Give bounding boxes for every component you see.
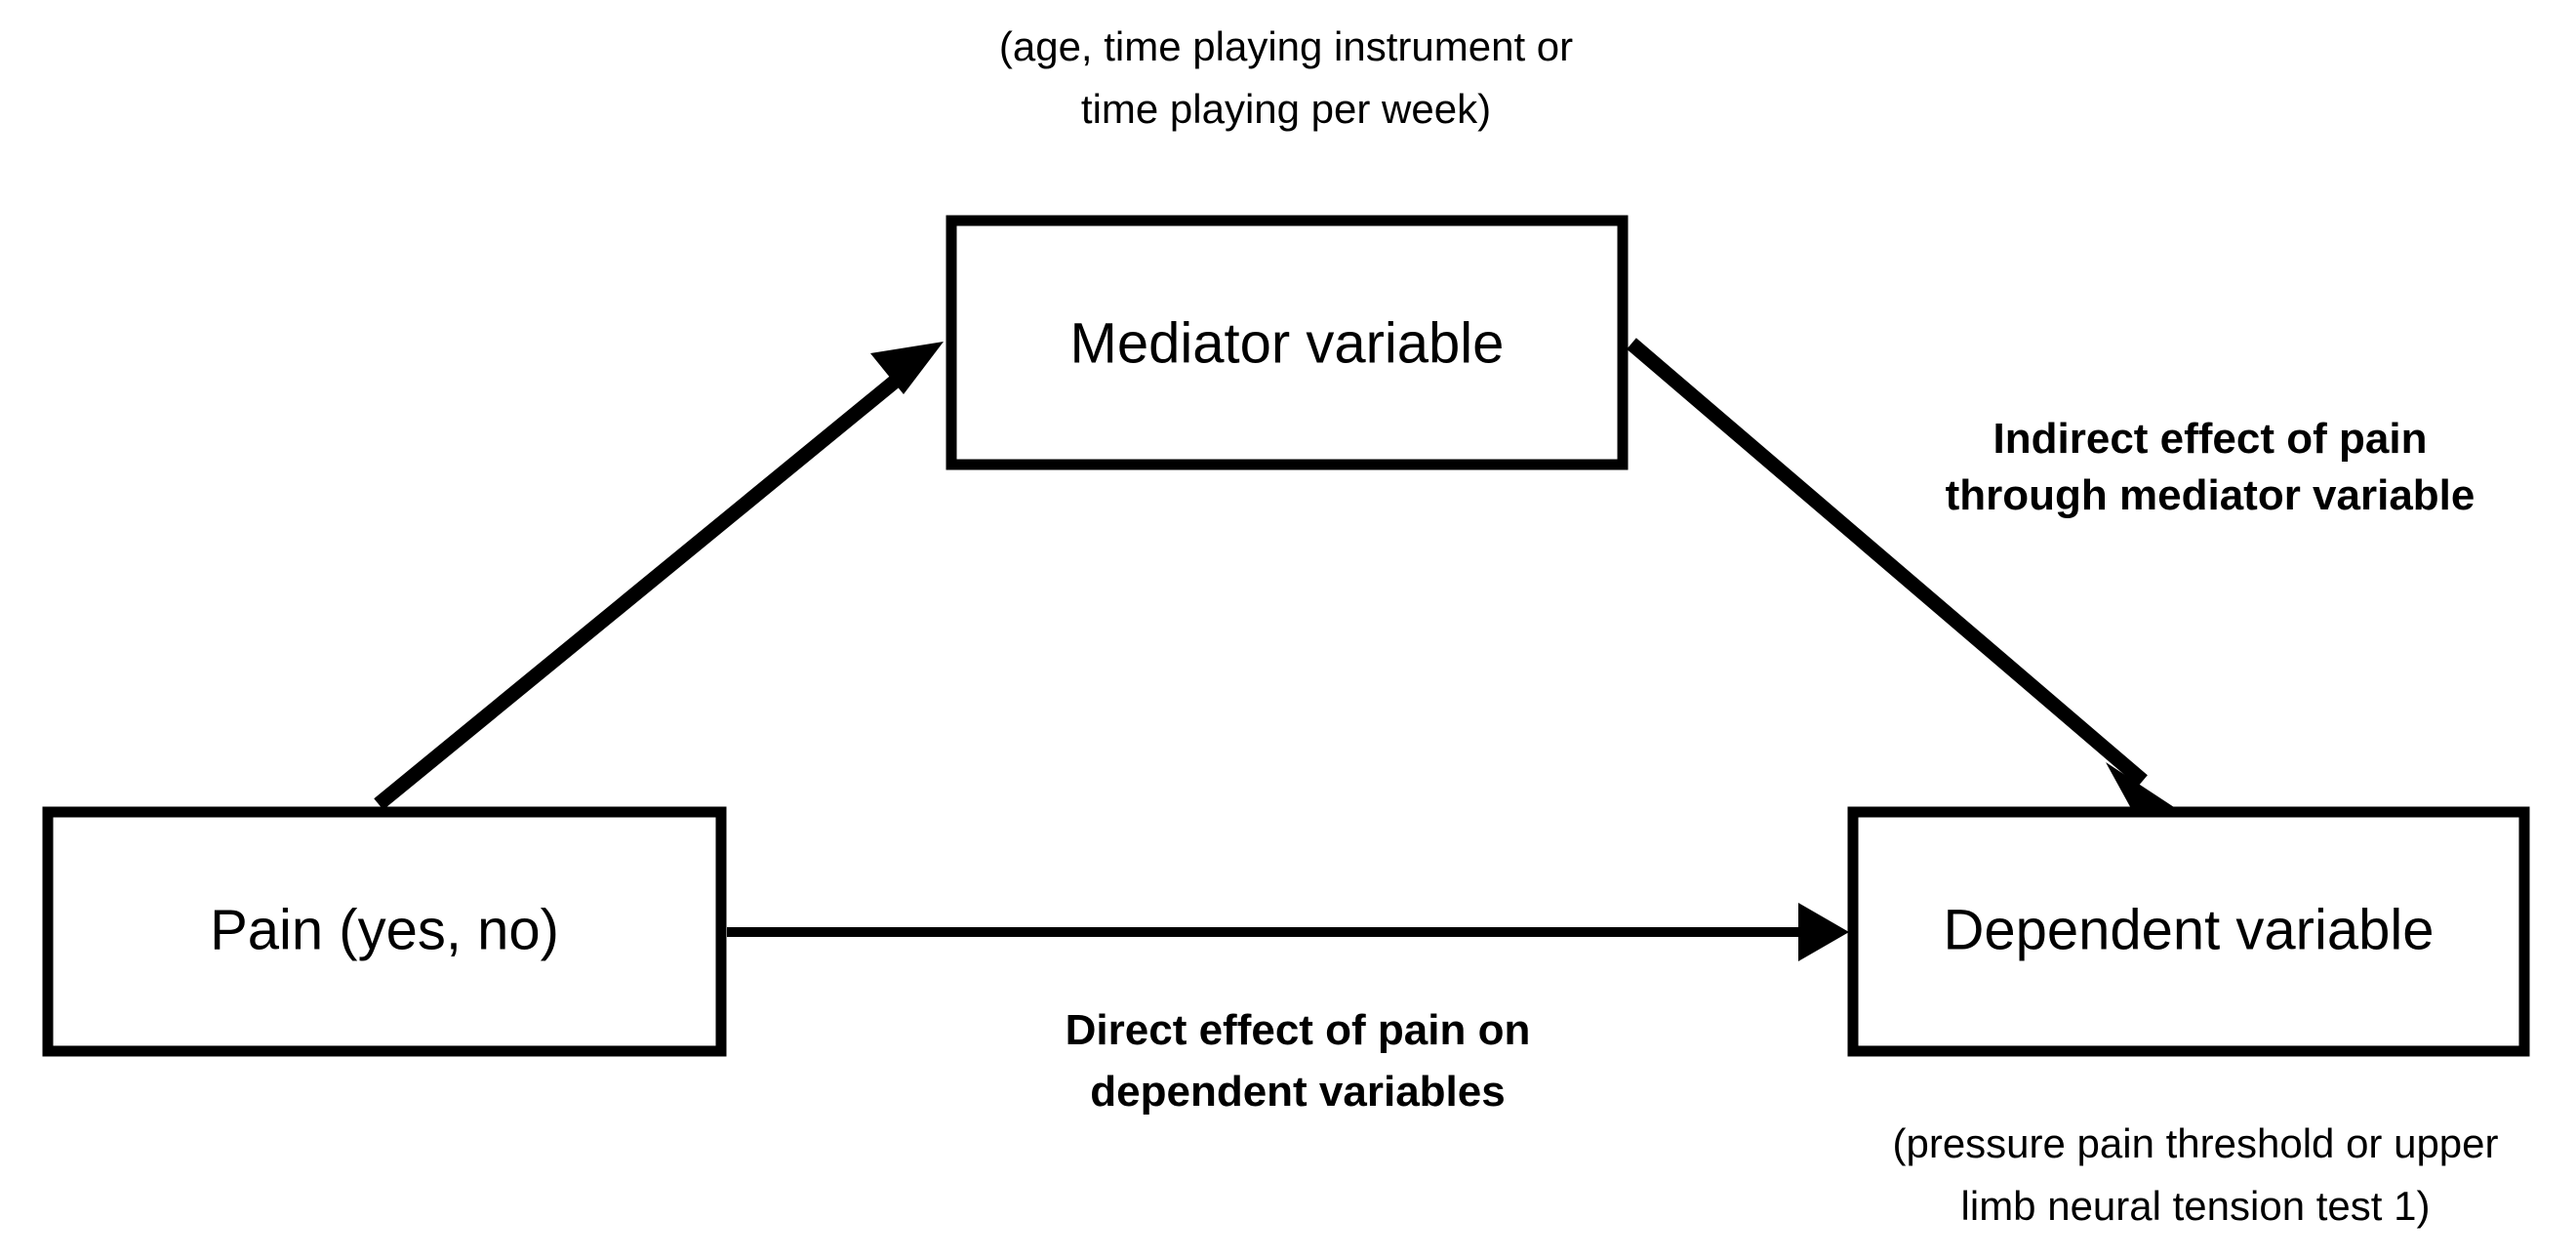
dependent-caption-line-2: limb neural tension test 1) — [1961, 1183, 2431, 1229]
direct-effect-label: Direct effect of pain on dependent varia… — [1066, 1006, 1531, 1116]
edge-pain-to-mediator-line — [374, 357, 922, 810]
mediator-box-label: Mediator variable — [1070, 311, 1505, 375]
dependent-box-label: Dependent variable — [1943, 898, 2434, 961]
edge-mediator-to-dependent-arrowhead — [2106, 762, 2174, 812]
direct-effect-line-1: Direct effect of pain on — [1066, 1006, 1531, 1054]
edge-pain-to-dependent — [727, 903, 1849, 961]
edge-mediator-to-dependent-line — [1627, 338, 2148, 787]
node-pain[interactable]: Pain (yes, no) — [42, 806, 727, 1057]
edge-mediator-to-dependent — [1627, 338, 2174, 812]
dependent-caption: (pressure pain threshold or upper limb n… — [1892, 1120, 2498, 1229]
mediator-caption-line-2: time playing per week) — [1081, 86, 1491, 132]
edge-pain-to-mediator — [374, 342, 944, 810]
pain-box-label: Pain (yes, no) — [210, 898, 559, 961]
indirect-effect-line-1: Indirect effect of pain — [1993, 415, 2428, 463]
pain-box[interactable] — [42, 806, 727, 1057]
edge-pain-to-dependent-arrowhead — [1798, 903, 1849, 961]
node-mediator-variable[interactable]: Mediator variable — [946, 215, 1629, 470]
indirect-effect-line-2: through mediator variable — [1946, 471, 2475, 519]
dependent-box[interactable] — [1847, 806, 2530, 1057]
edge-pain-to-mediator-arrowhead — [870, 342, 944, 394]
direct-effect-line-2: dependent variables — [1090, 1068, 1505, 1116]
node-dependent-variable[interactable]: Dependent variable — [1847, 806, 2530, 1057]
mediator-caption-line-1: (age, time playing instrument or — [999, 23, 1573, 69]
dependent-caption-line-1: (pressure pain threshold or upper — [1892, 1120, 2498, 1166]
indirect-effect-label: Indirect effect of pain through mediator… — [1946, 415, 2475, 519]
mediator-caption: (age, time playing instrument or time pl… — [999, 23, 1573, 132]
mediator-box[interactable] — [946, 215, 1629, 470]
